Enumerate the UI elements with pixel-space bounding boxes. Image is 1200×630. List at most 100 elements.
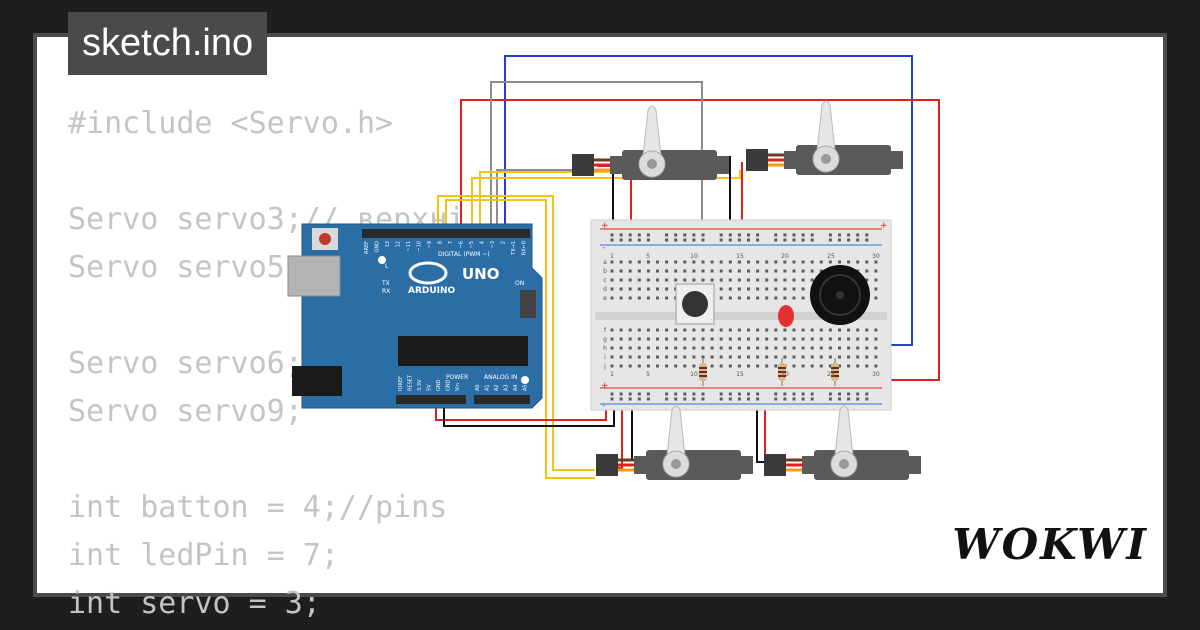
- atmega-chip: [398, 336, 528, 366]
- breadboard-hole: [783, 355, 787, 359]
- breadboard-hole: [719, 278, 723, 282]
- breadboard-hole: [756, 287, 760, 291]
- analog-header-label: ANALOG IN: [484, 374, 517, 381]
- breadboard-hole: [792, 337, 796, 341]
- breadboard-hole: [765, 364, 769, 368]
- breadboard-hole: [810, 278, 814, 282]
- breadboard-col-label: 1: [610, 371, 614, 378]
- breadboard-hole: [783, 392, 787, 396]
- digital-pin-label: AREF: [364, 241, 370, 254]
- breadboard-hole: [856, 392, 860, 396]
- breadboard-hole: [637, 328, 641, 332]
- breadboard-row-label: d: [603, 286, 607, 293]
- breadboard-hole: [665, 296, 669, 300]
- breadboard-hole: [774, 364, 778, 368]
- code-line: Servo servo9;: [68, 394, 303, 429]
- breadboard-hole: [710, 337, 714, 341]
- breadboard-hole: [801, 238, 805, 242]
- push-button-cap[interactable]: [682, 291, 708, 317]
- breadboard-hole: [865, 364, 869, 368]
- breadboard-hole: [665, 364, 669, 368]
- breadboard-hole: [656, 296, 659, 300]
- servo-horn: [641, 105, 663, 166]
- digital-pin-label: 12: [396, 241, 402, 247]
- wire-yellow: [437, 195, 595, 471]
- breadboard-hole: [801, 278, 805, 282]
- breadboard-hole: [865, 337, 869, 341]
- led: [778, 305, 794, 327]
- breadboard-hole: [737, 278, 741, 282]
- breadboard-hole: [810, 337, 814, 341]
- on-label: ON: [515, 280, 524, 287]
- breadboard-hole: [865, 233, 869, 237]
- breadboard-hole: [646, 337, 650, 341]
- breadboard-hole: [610, 278, 614, 282]
- breadboard-col-label: 20: [781, 253, 789, 260]
- analog-pin-label: A1: [485, 384, 491, 391]
- breadboard-row-label: h: [603, 345, 607, 352]
- breadboard-hole: [637, 392, 641, 396]
- breadboard-col-label: 15: [736, 253, 744, 260]
- breadboard-hole: [747, 364, 750, 368]
- breadboard-hole: [765, 346, 769, 350]
- breadboard-hole: [656, 278, 659, 282]
- breadboard-hole: [610, 392, 614, 396]
- digital-pin-label: RX←0: [522, 241, 528, 255]
- breadboard-row-label: c: [603, 277, 606, 284]
- breadboard-hole: [810, 238, 814, 242]
- breadboard-hole: [683, 392, 687, 396]
- breadboard-hole: [610, 355, 614, 359]
- breadboard-hole: [747, 287, 750, 291]
- breadboard-hole: [665, 392, 669, 396]
- breadboard-hole: [737, 328, 741, 332]
- breadboard-hole: [728, 346, 732, 350]
- resistor-band: [699, 371, 707, 373]
- breadboard-hole: [756, 278, 760, 282]
- code-line: int batton = 4;//pins: [68, 490, 448, 525]
- breadboard-hole: [628, 278, 632, 282]
- code-line: #include <Servo.h>: [68, 106, 394, 141]
- breadboard-hole: [737, 287, 741, 291]
- servo-tab: [717, 156, 729, 174]
- resistor-band: [778, 371, 786, 373]
- servo-bottom-right[interactable]: [764, 405, 921, 480]
- breadboard-hole: [619, 397, 623, 401]
- breadboard-hole: [710, 346, 714, 350]
- breadboard-hole: [619, 287, 623, 291]
- wire-yellow: [479, 171, 612, 230]
- servo-bottom-left[interactable]: [596, 405, 753, 480]
- breadboard-hole: [783, 337, 787, 341]
- servo-top-left[interactable]: [572, 105, 729, 180]
- breadboard-hole: [665, 337, 669, 341]
- analog-pin-label: A4: [513, 384, 519, 391]
- breadboard-hole: [801, 392, 805, 396]
- breadboard-hole: [719, 269, 723, 273]
- breadboard-hole: [838, 233, 841, 237]
- breadboard-hole: [737, 364, 741, 368]
- breadboard-hole: [619, 238, 623, 242]
- breadboard-hole: [656, 269, 659, 273]
- code-editor[interactable]: #include <Servo.h>Servo servo3;// верхні…: [68, 100, 465, 628]
- code-line: int servo = 3;: [68, 586, 321, 621]
- breadboard-hole: [692, 233, 696, 237]
- breadboard-hole: [610, 328, 614, 332]
- servo-top-right[interactable]: [746, 100, 903, 175]
- power-jack: [292, 366, 342, 396]
- arduino-logo-icon: [408, 261, 448, 285]
- file-tab[interactable]: sketch.ino: [68, 12, 268, 75]
- breadboard-hole: [874, 260, 878, 264]
- breadboard-hole: [801, 233, 805, 237]
- breadboard-hole: [692, 392, 696, 396]
- breadboard-hole: [628, 346, 632, 350]
- breadboard-hole: [646, 269, 650, 273]
- breadboard-hole: [701, 392, 705, 396]
- breadboard-hole: [783, 278, 787, 282]
- breadboard-hole: [674, 397, 678, 401]
- breadboard-hole: [619, 260, 623, 264]
- servo-hub-center: [821, 154, 831, 164]
- reset-button[interactable]: [319, 233, 331, 245]
- wire-yellow: [445, 199, 595, 479]
- breadboard-hole: [692, 278, 696, 282]
- breadboard-hole: [656, 346, 659, 350]
